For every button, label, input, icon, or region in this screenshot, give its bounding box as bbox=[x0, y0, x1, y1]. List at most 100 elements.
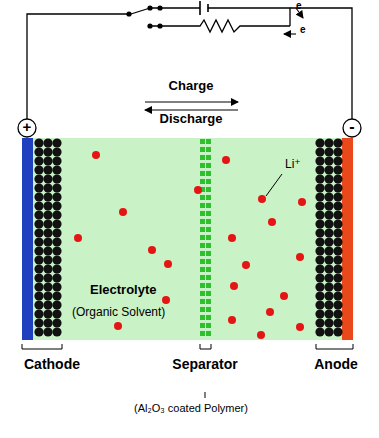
separator-pore bbox=[200, 227, 205, 232]
cathode-particle bbox=[34, 264, 43, 273]
lithium-ion bbox=[266, 308, 274, 316]
cathode-particle bbox=[43, 210, 52, 219]
lithium-ion bbox=[148, 246, 156, 254]
anode-particle bbox=[324, 246, 333, 255]
separator-pore bbox=[206, 155, 211, 160]
anode-particle bbox=[324, 255, 333, 264]
cathode-collector bbox=[22, 138, 33, 340]
separator-pore bbox=[206, 307, 211, 312]
lithium-ion bbox=[92, 151, 100, 159]
separator-pore bbox=[206, 243, 211, 248]
lithium-ion bbox=[258, 195, 266, 203]
process-label: Discharge bbox=[160, 112, 223, 126]
anode-particle bbox=[333, 318, 342, 327]
cathode-particle bbox=[43, 165, 52, 174]
cathode-particle bbox=[34, 138, 43, 147]
separator-pore bbox=[206, 139, 211, 144]
separator-pore bbox=[206, 283, 211, 288]
anode-particle bbox=[315, 174, 324, 183]
anode-particle bbox=[333, 147, 342, 156]
cathode-particle bbox=[34, 201, 43, 210]
region-bracket bbox=[22, 344, 353, 398]
anode-particle bbox=[324, 147, 333, 156]
cathode-particle bbox=[43, 237, 52, 246]
lithium-ion bbox=[257, 331, 265, 339]
switch-contact bbox=[147, 5, 152, 10]
cathode-particle bbox=[52, 183, 61, 192]
separator-pore bbox=[206, 195, 211, 200]
anode-particle bbox=[315, 210, 324, 219]
anode-particle bbox=[333, 210, 342, 219]
cathode-particle bbox=[43, 327, 52, 336]
anode-particle bbox=[315, 228, 324, 237]
charge-arrow bbox=[145, 101, 238, 102]
separator-pore bbox=[200, 251, 205, 256]
region-title: Electrolyte bbox=[88, 283, 158, 297]
anode-particle bbox=[315, 291, 324, 300]
cathode-particle bbox=[43, 300, 52, 309]
switch-pivot bbox=[126, 11, 131, 16]
anode-particle bbox=[315, 165, 324, 174]
cathode-particle bbox=[52, 327, 61, 336]
separator-pore bbox=[206, 219, 211, 224]
cathode-particle bbox=[34, 183, 43, 192]
cathode-particle bbox=[52, 300, 61, 309]
cathode-particle bbox=[43, 147, 52, 156]
anode-particle bbox=[324, 273, 333, 282]
anode-collector bbox=[342, 138, 353, 340]
cathode-particle bbox=[34, 192, 43, 201]
separator-pore bbox=[200, 267, 205, 272]
cathode-particle bbox=[34, 156, 43, 165]
anode-particle bbox=[333, 138, 342, 147]
anode-particle bbox=[324, 264, 333, 273]
separator-pore bbox=[200, 283, 205, 288]
anode-particle bbox=[333, 291, 342, 300]
separator-pore bbox=[206, 203, 211, 208]
leader-line bbox=[266, 174, 282, 196]
cathode-particle bbox=[52, 264, 61, 273]
separator-pore bbox=[200, 171, 205, 176]
anode-particle bbox=[333, 300, 342, 309]
cathode-particle bbox=[52, 228, 61, 237]
anode-particle bbox=[315, 255, 324, 264]
separator-pore bbox=[206, 171, 211, 176]
discharge-arrow bbox=[145, 109, 238, 110]
anode-particle bbox=[315, 246, 324, 255]
anode-particle bbox=[324, 156, 333, 165]
separator-pore bbox=[200, 275, 205, 280]
cathode-particle bbox=[43, 156, 52, 165]
anode-particle bbox=[315, 237, 324, 246]
external-circuit bbox=[27, 1, 352, 119]
cathode-particle bbox=[34, 210, 43, 219]
anode-particle bbox=[333, 255, 342, 264]
anode-particle bbox=[333, 174, 342, 183]
cathode-particle bbox=[52, 309, 61, 318]
cathode-particle bbox=[52, 201, 61, 210]
anode-particle bbox=[315, 282, 324, 291]
separator-pore bbox=[206, 235, 211, 240]
separator-pore bbox=[200, 235, 205, 240]
component-label: Separator bbox=[172, 357, 237, 372]
lithium-ion bbox=[162, 296, 170, 304]
cathode-particle bbox=[34, 300, 43, 309]
cathode-particle bbox=[34, 174, 43, 183]
switch-contact bbox=[147, 23, 152, 28]
region-subtitle: (Organic Solvent) bbox=[70, 306, 167, 319]
separator-pore bbox=[206, 259, 211, 264]
anode-particle bbox=[324, 327, 333, 336]
anode-particle bbox=[333, 309, 342, 318]
cathode-particle bbox=[43, 228, 52, 237]
cathode-particle bbox=[43, 273, 52, 282]
cathode-particle bbox=[52, 210, 61, 219]
cathode-particle bbox=[52, 273, 61, 282]
anode-particle bbox=[324, 291, 333, 300]
anode-particle bbox=[333, 165, 342, 174]
cathode-particle bbox=[34, 291, 43, 300]
separator-pore bbox=[200, 259, 205, 264]
cathode-particle bbox=[43, 174, 52, 183]
anode-particle bbox=[324, 219, 333, 228]
anode-particle bbox=[315, 219, 324, 228]
anode-particle bbox=[324, 318, 333, 327]
anode-particle bbox=[315, 318, 324, 327]
separator-pore bbox=[200, 307, 205, 312]
